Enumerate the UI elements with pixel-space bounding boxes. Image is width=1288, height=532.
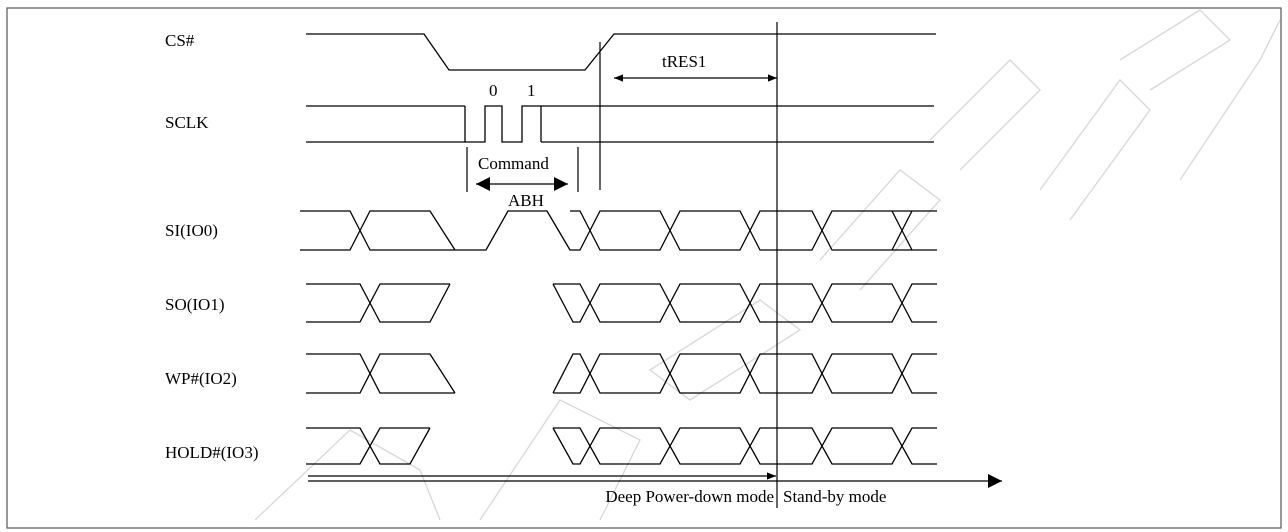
deep-power-down-label: Deep Power-down mode [605, 487, 774, 506]
command-label: Command [478, 154, 549, 173]
label-hold: HOLD#(IO3) [165, 443, 258, 462]
label-wp: WP#(IO2) [165, 369, 237, 388]
label-si: SI(IO0) [165, 221, 218, 240]
label-cs: CS# [165, 31, 195, 50]
command-bracket [466, 147, 579, 192]
confidential-watermark [254, 9, 1281, 521]
label-sclk: SCLK [165, 113, 209, 132]
wp-waveform [306, 353, 937, 394]
tres1-label: tRES1 [662, 52, 706, 71]
sclk-waveform [306, 105, 934, 143]
diagram-frame [6, 7, 1282, 529]
si-waveform [300, 210, 937, 251]
cs-waveform [306, 33, 936, 71]
so-waveform [306, 283, 937, 323]
clock-bit-0: 0 [489, 81, 498, 100]
label-so: SO(IO1) [165, 295, 225, 314]
clock-bit-1: 1 [527, 81, 536, 100]
hold-waveform [306, 427, 937, 465]
standby-label: Stand-by mode [783, 487, 886, 506]
command-code: ABH [508, 191, 544, 210]
